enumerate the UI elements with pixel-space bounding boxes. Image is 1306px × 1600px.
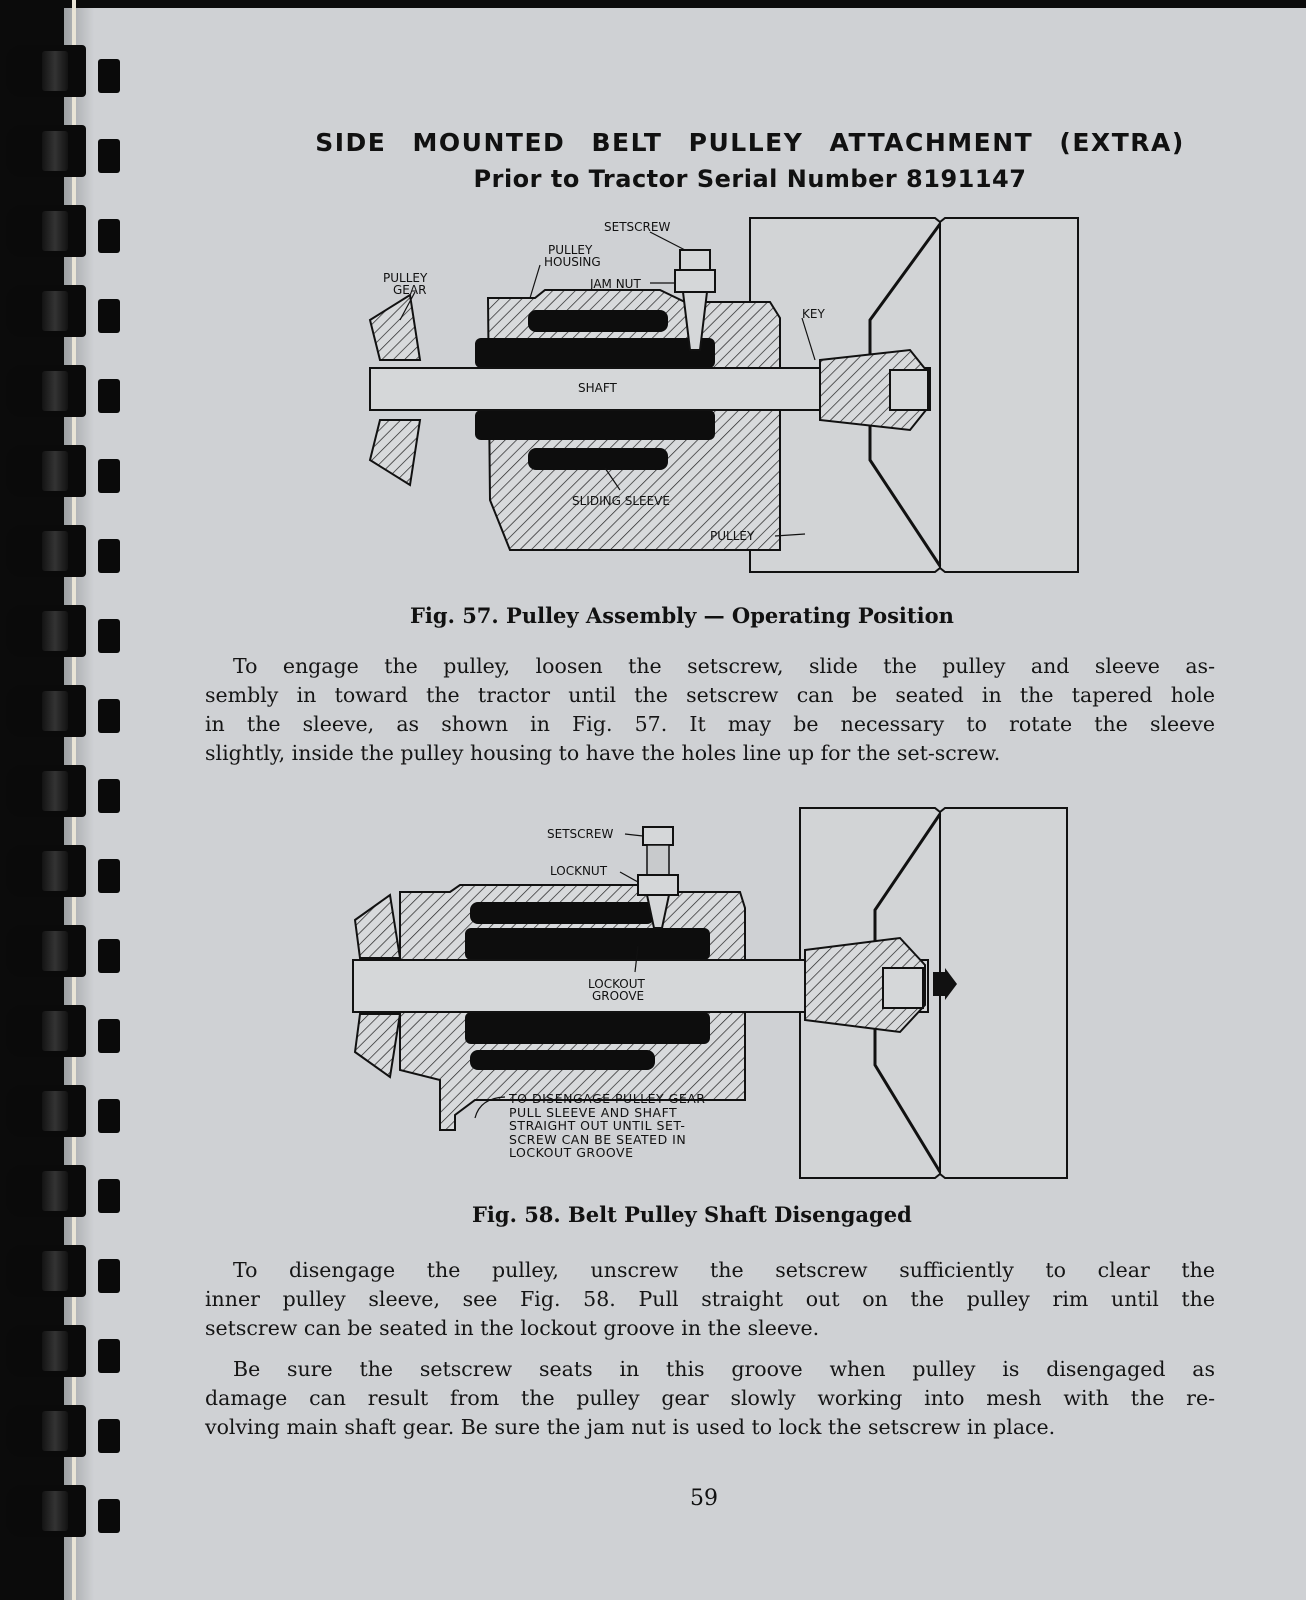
paragraph-caution: Be sure the setscrew seats in this groov… bbox=[205, 1355, 1215, 1442]
text-line: volving main shaft gear. Be sure the jam… bbox=[205, 1415, 1056, 1439]
binding-coil bbox=[6, 285, 120, 337]
text-line: inner pulley sleeve, see Fig. 58. Pull s… bbox=[205, 1287, 1215, 1311]
label-lockout-groove: LOCKOUT bbox=[588, 977, 645, 991]
figure-57-caption: Fig. 57. Pulley Assembly — Operating Pos… bbox=[410, 603, 954, 628]
text-line: To disengage the pulley, unscrew the set… bbox=[233, 1258, 1215, 1282]
text-line: damage can result from the pulley gear s… bbox=[205, 1386, 1215, 1410]
label-locknut: LOCKNUT bbox=[550, 864, 608, 878]
binding-coil bbox=[6, 685, 120, 737]
binding-coil bbox=[6, 605, 120, 657]
binding-coil bbox=[6, 845, 120, 897]
binding-coil bbox=[6, 925, 120, 977]
disengage-instruction-note: TO DISENGAGE PULLEY GEAR PULL SLEEVE AND… bbox=[509, 1092, 705, 1160]
pulley-assembly-operating-drawing bbox=[368, 217, 1079, 573]
note-line: TO DISENGAGE PULLEY GEAR bbox=[509, 1091, 706, 1106]
binding-coil bbox=[6, 45, 120, 97]
label-sliding-sleeve: SLIDING SLEEVE bbox=[572, 494, 670, 508]
binding-coil bbox=[6, 205, 120, 257]
label-pulley-housing: PULLEY bbox=[548, 243, 593, 257]
text-line: To engage the pulley, loosen the setscre… bbox=[233, 654, 1215, 678]
binding-coil bbox=[6, 1165, 120, 1217]
label-pulley: PULLEY bbox=[710, 529, 755, 543]
note-line: PULL SLEEVE AND SHAFT bbox=[509, 1104, 678, 1120]
text-line: in the sleeve, as shown in Fig. 57. It m… bbox=[205, 712, 1215, 736]
note-line: LOCKOUT GROOVE bbox=[509, 1145, 634, 1160]
binding-coil bbox=[6, 1485, 120, 1537]
label-setscrew: SETSCREW bbox=[547, 827, 614, 841]
figure-58-diagram: SETSCREW LOCKNUT LOCKOUT GROOVE TO DISEN… bbox=[345, 800, 1095, 1185]
label-jam-nut: JAM NUT bbox=[590, 277, 641, 291]
binding-coil bbox=[6, 445, 120, 497]
text-line: slightly, inside the pulley housing to h… bbox=[205, 741, 1001, 765]
page-subtitle: Prior to Tractor Serial Number 8191147 bbox=[473, 165, 1027, 193]
label-lockout-groove: GROOVE bbox=[592, 989, 645, 1003]
binding-coil bbox=[6, 1405, 120, 1457]
label-pulley-housing: HOUSING bbox=[544, 255, 601, 269]
text-line: setscrew can be seated in the lockout gr… bbox=[205, 1316, 820, 1340]
binding-coil bbox=[6, 365, 120, 417]
label-pulley-gear: GEAR bbox=[393, 283, 427, 297]
page-number: 59 bbox=[690, 1486, 718, 1511]
binding-coil bbox=[6, 1325, 120, 1377]
text-line: sembly in toward the tractor until the s… bbox=[205, 683, 1215, 707]
binding-coil bbox=[6, 765, 120, 817]
binding-coil bbox=[6, 1005, 120, 1057]
binding-coil bbox=[6, 125, 120, 177]
note-line: STRAIGHT OUT UNTIL SET- bbox=[509, 1118, 686, 1133]
binding-coil bbox=[6, 1245, 120, 1297]
binding-coil bbox=[6, 525, 120, 577]
figure-58-caption: Fig. 58. Belt Pulley Shaft Disengaged bbox=[472, 1202, 912, 1227]
label-pulley-gear: PULLEY bbox=[383, 271, 428, 285]
binding-coil bbox=[6, 1085, 120, 1137]
spiral-binding bbox=[0, 0, 120, 1600]
text-line: Be sure the setscrew seats in this groov… bbox=[233, 1357, 1215, 1381]
note-line: SCREW CAN BE SEATED IN bbox=[509, 1131, 687, 1147]
label-shaft: SHAFT bbox=[578, 381, 617, 395]
label-setscrew: SETSCREW bbox=[604, 220, 671, 234]
paragraph-engage: To engage the pulley, loosen the setscre… bbox=[205, 652, 1215, 768]
figure-57-diagram: SETSCREW PULLEY HOUSING PULLEY GEAR JAM … bbox=[350, 210, 1110, 590]
page-title: SIDE MOUNTED BELT PULLEY ATTACHMENT (EXT… bbox=[315, 128, 1185, 157]
paragraph-disengage: To disengage the pulley, unscrew the set… bbox=[205, 1256, 1215, 1343]
pulley-shaft-disengaged-drawing bbox=[352, 807, 1068, 1179]
label-key: KEY bbox=[802, 307, 825, 321]
